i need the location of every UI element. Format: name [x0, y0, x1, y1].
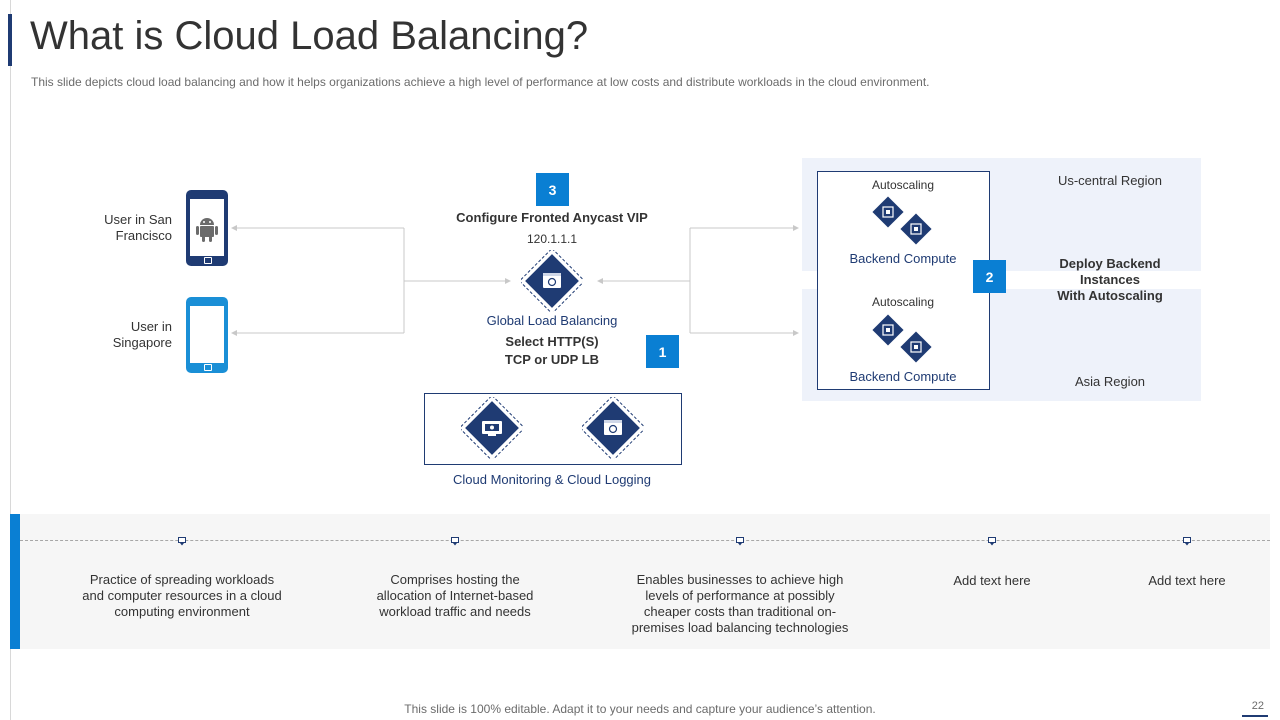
feature-line: Practice of spreading workloads — [89, 572, 275, 587]
timeline-pin-icon — [736, 537, 744, 546]
deploy-line: Instances — [1080, 272, 1140, 287]
timeline-pin-icon — [451, 537, 459, 546]
step-badge-2: 2 — [973, 260, 1006, 293]
global-load-balancer-icon — [521, 250, 583, 312]
feature-line: Add text here — [1148, 573, 1226, 588]
compute-chip-icon — [872, 196, 932, 245]
compute-chip-icon — [872, 314, 932, 363]
left-margin-rule — [10, 0, 11, 720]
vip-ip: 120.1.1.1 — [526, 232, 578, 246]
us-central-region-label: Us-central Region — [1057, 173, 1163, 188]
monitoring-label: Cloud Monitoring & Cloud Logging — [452, 472, 651, 487]
android-logo-icon — [196, 218, 218, 242]
features-timeline — [20, 540, 1270, 541]
monitoring-icon — [461, 397, 523, 459]
step-badge-1: 1 — [646, 335, 679, 368]
select-lb-line1: Select HTTP(S) — [505, 334, 599, 349]
timeline-pin-icon — [1183, 537, 1191, 546]
feature-item: Add text here — [1107, 573, 1267, 589]
deploy-line: With Autoscaling — [1057, 288, 1163, 303]
features-panel — [10, 514, 1270, 649]
feature-line: premises load balancing technologies — [631, 620, 849, 635]
timeline-pin-icon — [178, 537, 186, 546]
feature-line: Enables businesses to achieve high — [636, 572, 844, 587]
user-label-singapore: User in Singapore — [60, 319, 172, 351]
user-label-line: User in San — [104, 212, 172, 227]
user-label-line: Francisco — [115, 228, 172, 243]
slide-title: What is Cloud Load Balancing? — [30, 14, 589, 58]
feature-item: Add text here — [912, 573, 1072, 589]
backend-compute-label-bottom: Backend Compute — [849, 369, 957, 384]
feature-line: Add text here — [953, 573, 1031, 588]
feature-line: workload traffic and needs — [379, 604, 531, 619]
features-panel-accent — [10, 514, 20, 649]
step-badge-3: 3 — [536, 173, 569, 206]
feature-line: and computer resources in a cloud — [82, 588, 282, 603]
backend-compute-box — [817, 171, 990, 390]
feature-line: levels of performance at possibly — [645, 588, 835, 603]
feature-line: cheaper costs than traditional on- — [643, 604, 837, 619]
backend-compute-label-top: Backend Compute — [849, 251, 957, 266]
page-number-underline — [1242, 715, 1268, 717]
feature-line: Comprises hosting the — [390, 572, 520, 587]
user-label-san-francisco: User in San Francisco — [60, 212, 172, 244]
feature-item: Comprises hosting the allocation of Inte… — [345, 572, 565, 620]
slide-subtitle: This slide depicts cloud load balancing … — [31, 75, 930, 89]
logging-icon — [582, 397, 644, 459]
feature-line: allocation of Internet-based — [376, 588, 534, 603]
feature-item: Practice of spreading workloads and comp… — [62, 572, 302, 620]
phone-icon — [186, 297, 228, 373]
deploy-backend-label: Deploy Backend Instances With Autoscalin… — [1020, 256, 1200, 304]
footer-note: This slide is 100% editable. Adapt it to… — [404, 702, 876, 716]
glb-label: Global Load Balancing — [486, 313, 618, 328]
user-label-line: Singapore — [112, 335, 172, 350]
deploy-line: Deploy Backend — [1059, 256, 1161, 271]
title-accent-bar — [8, 14, 12, 66]
android-phone-icon — [186, 190, 228, 266]
vip-title: Configure Fronted Anycast VIP — [456, 210, 648, 225]
autoscaling-label-top: Autoscaling — [871, 178, 935, 192]
timeline-pin-icon — [988, 537, 996, 546]
page-number: 22 — [1251, 700, 1264, 712]
asia-region-label: Asia Region — [1074, 374, 1146, 389]
select-lb-line2: TCP or UDP LB — [504, 352, 600, 367]
feature-line: computing environment — [114, 604, 250, 619]
user-label-line: User in — [130, 319, 172, 334]
autoscaling-label-bottom: Autoscaling — [871, 295, 935, 309]
feature-item: Enables businesses to achieve high level… — [610, 572, 870, 636]
